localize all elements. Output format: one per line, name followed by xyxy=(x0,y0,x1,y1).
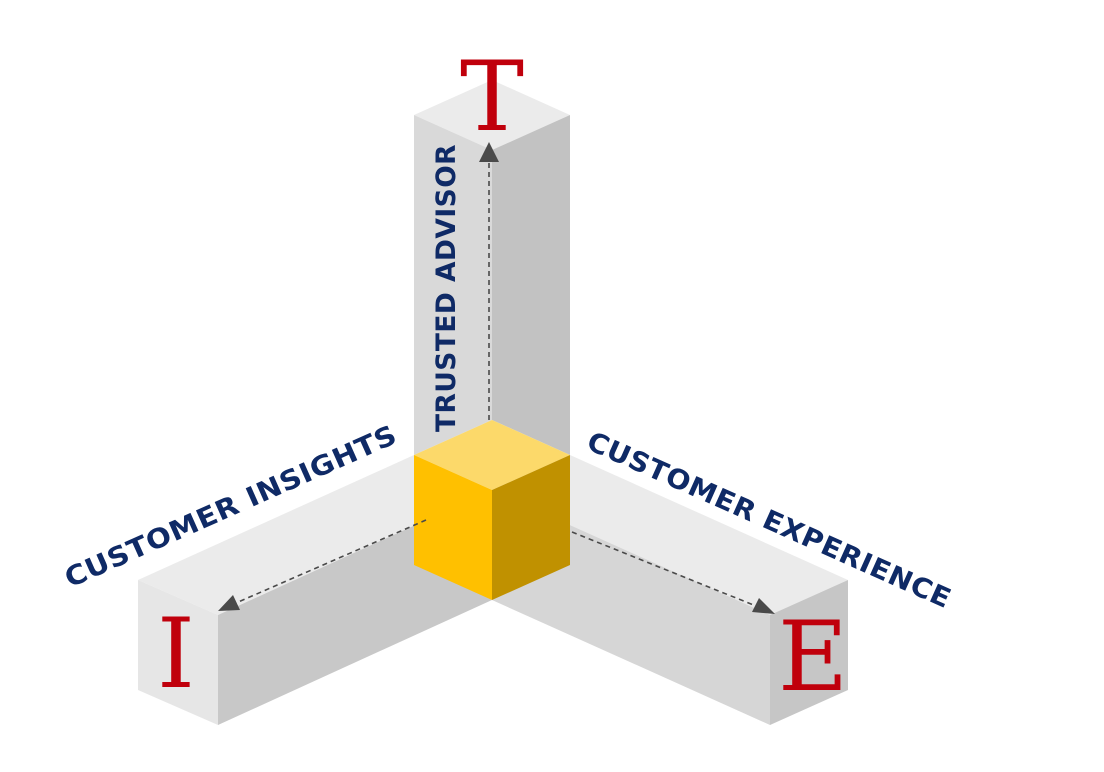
trusted-advisor-label: TRUSTED ADVISOR xyxy=(431,144,462,432)
arrow-right-line xyxy=(571,531,757,607)
cube-right-face xyxy=(492,455,570,600)
vertical-beam-left-face xyxy=(414,115,492,455)
vertical-beam xyxy=(414,80,570,455)
letter-i: I xyxy=(157,598,195,710)
arrow-up-head xyxy=(479,142,499,162)
arrow-left-line xyxy=(235,519,427,604)
left-beam-top-face xyxy=(138,455,492,615)
arrow-left-head xyxy=(218,595,240,611)
dashed-arrows xyxy=(218,142,775,614)
arrow-right-head xyxy=(752,598,775,614)
right-beam-top-face xyxy=(492,455,848,615)
letter-t: T xyxy=(460,41,524,153)
letter-e: E xyxy=(778,601,848,713)
vertical-beam-right-face xyxy=(492,115,570,455)
left-beam-end-face xyxy=(138,580,218,725)
right-beam-end-face xyxy=(770,580,848,725)
center-cube xyxy=(414,420,570,600)
cube-left-face xyxy=(414,455,492,600)
